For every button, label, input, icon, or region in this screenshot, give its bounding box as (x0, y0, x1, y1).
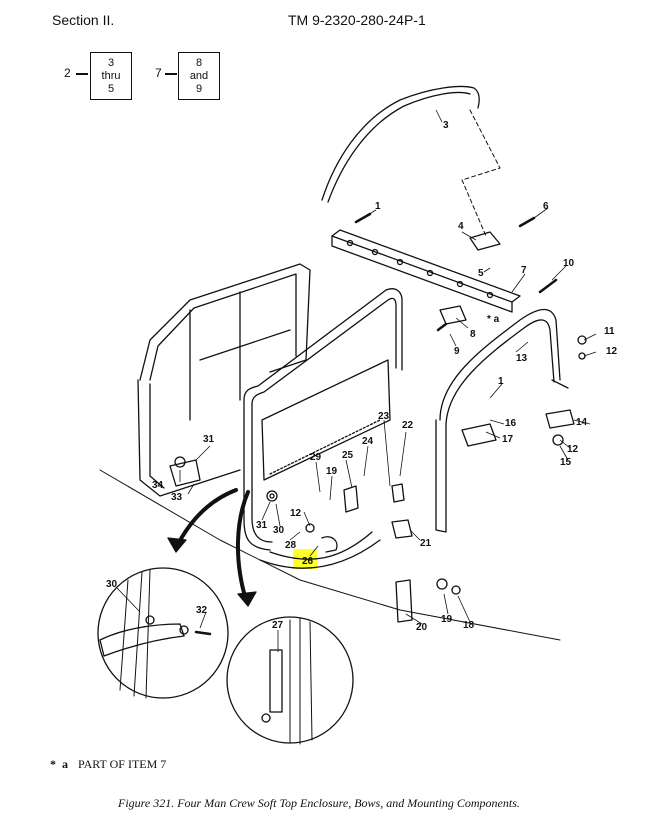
callout-10: 10 (563, 258, 575, 269)
callout-20: 20 (416, 622, 428, 633)
note-symbol: * (50, 757, 56, 771)
callout-29: 29 (310, 452, 322, 463)
callout-26: 26 (302, 556, 314, 567)
callout-12: 12 (606, 346, 618, 357)
callout-22: 22 (402, 420, 414, 431)
ref-lead-7: 7 (155, 66, 162, 80)
section-label: Section II. (52, 12, 115, 28)
ref-lead-2: 2 (64, 66, 71, 80)
callout-14: 14 (576, 417, 588, 428)
callout-31: 31 (203, 434, 215, 445)
callout-23: 23 (378, 411, 390, 422)
callout-15: 15 (560, 457, 572, 468)
callout-28: 28 (285, 540, 297, 551)
note-text: PART OF ITEM 7 (78, 757, 167, 771)
callout-4: 4 (458, 221, 464, 232)
ref-dash (76, 73, 88, 75)
callout-a-marker: * a (487, 314, 500, 325)
callout-6: 6 (543, 201, 549, 212)
callout-27: 27 (272, 620, 284, 631)
ref-box-3-thru-5: 3 thru 5 (90, 52, 132, 100)
tm-number: TM 9-2320-280-24P-1 (288, 12, 426, 28)
callout-1b: 1 (498, 376, 504, 387)
callout-24: 24 (362, 436, 374, 447)
callout-12c: 12 (290, 508, 302, 519)
ref-line: thru (101, 70, 121, 82)
callout-11: 11 (604, 326, 615, 337)
ref-line: 3 (107, 57, 115, 69)
callout-34: 34 (152, 480, 164, 491)
callout-33: 33 (171, 492, 183, 503)
ref-box-8-and-9: 8 and 9 (178, 52, 220, 100)
callout-16: 16 (505, 418, 517, 429)
callout-32: 32 (196, 605, 208, 616)
callout-25: 25 (342, 450, 354, 461)
ref-line: 5 (107, 83, 115, 95)
callout-13: 13 (516, 353, 528, 364)
callout-18: 18 (463, 620, 475, 631)
callout-1: 1 (375, 201, 381, 212)
bow-3 (321, 85, 480, 201)
footnote: * a PART OF ITEM 7 (50, 757, 166, 772)
ref-line: 8 (195, 57, 203, 69)
callout-21: 21 (420, 538, 432, 549)
callout-17: 17 (502, 434, 514, 445)
callout-12b: 12 (567, 444, 579, 455)
ref-line: 9 (195, 83, 203, 95)
callout-9: 9 (454, 346, 460, 357)
callout-30: 30 (273, 525, 285, 536)
callout-8: 8 (470, 329, 476, 340)
note-letter: a (62, 757, 68, 771)
callout-3: 3 (443, 120, 449, 131)
figure-caption: Figure 321. Four Man Crew Soft Top Enclo… (118, 796, 520, 810)
callout-31b: 31 (256, 520, 268, 531)
callout-19b: 19 (326, 466, 338, 477)
callout-19: 19 (441, 614, 453, 625)
ref-line: and (189, 70, 209, 82)
ref-dash (165, 73, 177, 75)
callout-30b: 30 (106, 579, 118, 590)
bow-3-inner (327, 91, 471, 203)
callout-7: 7 (521, 265, 527, 276)
callout-5: 5 (478, 268, 484, 279)
